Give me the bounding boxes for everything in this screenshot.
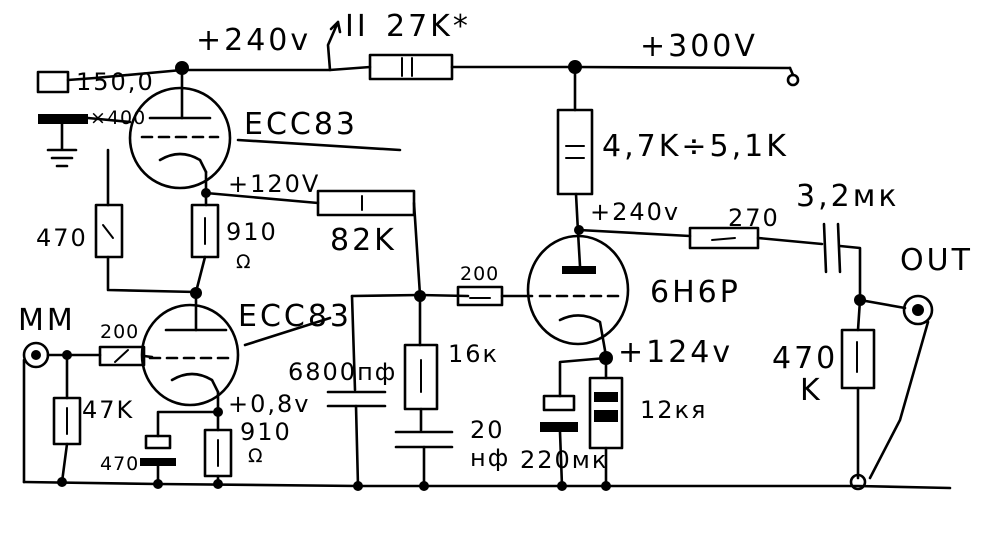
- cap-470-plate: [140, 458, 176, 466]
- top-rail-right: [450, 65, 792, 70]
- label-c6800: 6800пф: [288, 358, 397, 386]
- label-r470a: 470: [36, 224, 88, 252]
- label-ecc83-bot: ECC83: [238, 299, 352, 334]
- label-pot: II: [345, 9, 369, 44]
- label-r200a: 200: [100, 321, 139, 343]
- cap-3u2-plate-a: [822, 222, 828, 274]
- label-r47k: 47K: [82, 396, 134, 424]
- label-r910b: 910: [240, 418, 292, 446]
- label-r470k: 470: [772, 341, 838, 376]
- label-r16k: 16к: [448, 340, 499, 368]
- label-ohm-a: Ω: [236, 251, 252, 273]
- label-v08: +0,8v: [228, 390, 310, 418]
- label-r12k: 12кя: [640, 396, 707, 424]
- ground-upper-left: [46, 122, 78, 168]
- label-r82k: 82K: [330, 223, 397, 258]
- label-ecc83-top: ECC83: [244, 107, 358, 142]
- label-c4400: ×400: [90, 107, 146, 129]
- label-c470: 470: [100, 453, 139, 475]
- cap-150: [36, 70, 70, 94]
- label-out: OUT: [900, 243, 973, 278]
- label-v240: +240v: [196, 23, 311, 58]
- label-v240b: +240v: [590, 198, 680, 226]
- cap-220u-plate: [540, 422, 578, 432]
- cap-3u2-plate-b: [836, 222, 842, 274]
- tube-ecc83-upper: [128, 86, 232, 190]
- cap-220u-top: [542, 394, 576, 412]
- pot-arrow: [326, 20, 342, 72]
- output-jack[interactable]: [902, 294, 934, 326]
- label-v120: +120V: [228, 170, 320, 198]
- resistor-82k: [316, 189, 416, 217]
- label-r47-51k: 4,7K÷5,1K: [602, 129, 789, 164]
- label-k-unit: K: [800, 373, 823, 408]
- label-mm: MM: [18, 303, 76, 338]
- label-r270: 270: [728, 204, 780, 232]
- resistor-470-left: [94, 203, 124, 259]
- label-nf: нф: [470, 444, 510, 472]
- tube-ecc83-lower: [140, 303, 240, 407]
- label-ohm-b: Ω: [248, 445, 264, 467]
- label-c32: 3,2мк: [796, 179, 899, 214]
- label-6h6p: 6H6P: [650, 275, 741, 310]
- cap-plate-dark: [38, 114, 88, 124]
- label-r910a: 910: [226, 218, 278, 246]
- label-r27k: 27K*: [386, 9, 471, 44]
- top-rail-left: [180, 65, 372, 72]
- label-r200b: 200: [460, 263, 499, 285]
- label-c20: 20: [470, 416, 505, 444]
- terminal-300v: [786, 73, 800, 87]
- label-r150: 150,0: [76, 68, 155, 96]
- label-v124: +124v: [618, 335, 733, 370]
- cap-470-top: [144, 434, 172, 450]
- label-c220: 220мк: [520, 446, 608, 474]
- label-v300: +300V: [640, 29, 758, 64]
- ground-rail: [22, 480, 952, 490]
- resistor-4k7: [556, 108, 594, 196]
